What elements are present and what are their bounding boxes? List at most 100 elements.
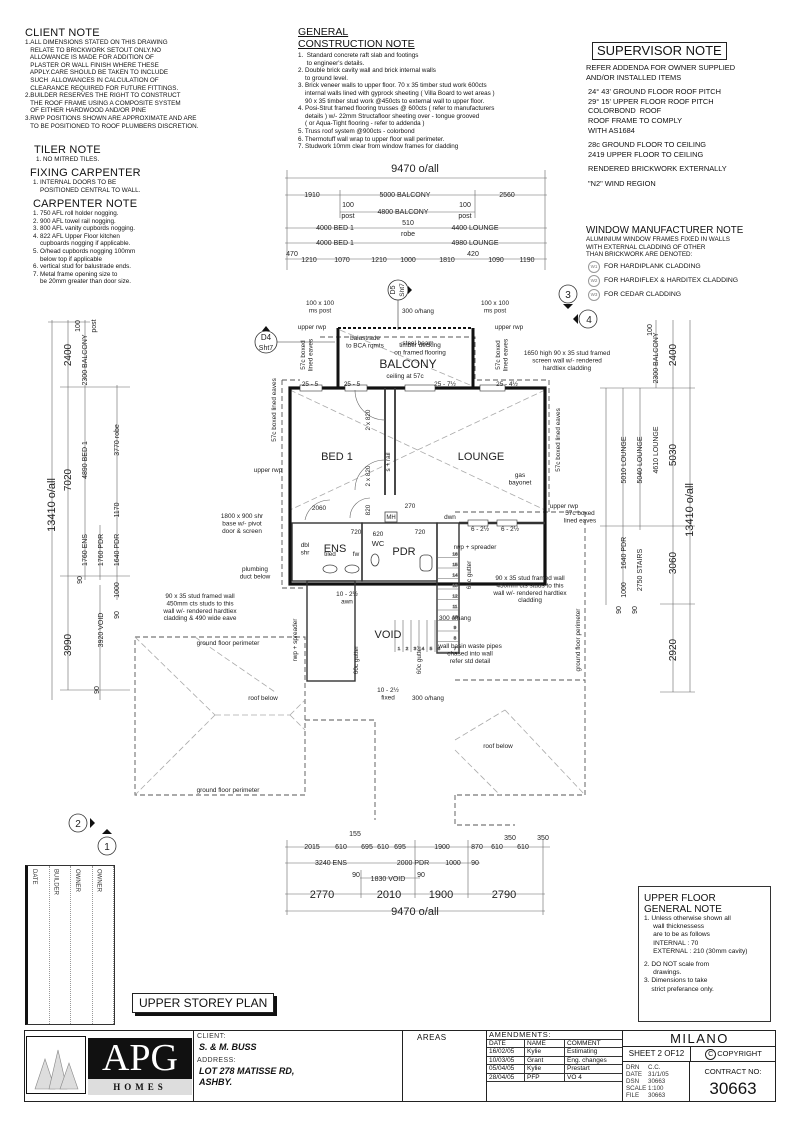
signature-field[interactable]: OWNER <box>93 866 114 1024</box>
section-marker-sub: Sht7 <box>399 283 406 297</box>
dim-top: 4000 BED 1 <box>316 225 354 232</box>
dim-top: 1070 <box>334 257 350 264</box>
gcn-title-1: GENERAL <box>298 26 349 38</box>
dim-top: 4400 LOUNGE <box>451 225 498 232</box>
dim-left: 3920 VOID <box>98 613 105 648</box>
dim-right-major: 5030 <box>668 443 679 466</box>
dim-left: 1760 ENS <box>82 534 89 566</box>
gcn-line: 2. Double brick cavity wall and brick in… <box>298 67 436 75</box>
annotation-boxed-eaves: 57c boxedlined eaves <box>495 339 509 371</box>
section-marker-d4[interactable]: D4 Sht7 <box>254 326 335 354</box>
dim-bottom-major: 1900 <box>429 889 453 901</box>
copyright-label: COPYRIGHT <box>717 1049 762 1058</box>
amendments-header: DATE NAME COMMENT <box>487 1040 622 1049</box>
dim-bottom: 610 <box>377 844 389 851</box>
plan-title-box: UPPER STOREY PLAN <box>132 993 275 1013</box>
upper-floor-general-note: UPPER FLOOR GENERAL NOTE 1. Unless other… <box>638 886 771 1022</box>
carpenter-note-line: 1. 750 AFL roll holder nogging. <box>33 210 119 217</box>
amendment-date: 05/04/05 <box>487 1065 525 1073</box>
manhole-label: MH <box>386 515 395 521</box>
annotation-upper-rwp: upper rwp <box>550 503 579 510</box>
dim-top: 4800 BALCONY <box>378 209 429 216</box>
signature-field[interactable]: OWNER <box>71 866 93 1024</box>
stair-number: 10 <box>452 615 458 621</box>
sheet-number: SHEET 2 OF12 <box>623 1047 691 1061</box>
annotation-window-25-7: 25 - 7½ <box>434 380 456 388</box>
annotation-overhang-300b: 300 o/hang <box>412 695 444 702</box>
dim-left: 90 <box>77 576 84 584</box>
dim-top: 470 <box>286 251 298 258</box>
supervisor-note: SUPERVISOR NOTE <box>592 42 727 60</box>
dim-top: 100 <box>459 202 471 209</box>
dim-left-major: 7020 <box>63 468 74 491</box>
drawing-info-value: 1:100 <box>648 1085 664 1092</box>
annotation-boxed-eaves: 57c boxedlined eaves <box>300 339 314 371</box>
carpenter-note-line: 6. vertical stud for balustrade ends. <box>33 263 132 271</box>
dim-bottom: 3240 ENS <box>315 860 347 867</box>
annotation-door-2x820a: 2 x 820 <box>365 409 372 430</box>
elevation-marker-label: 2 <box>75 819 81 830</box>
amend-header-name: NAME <box>525 1040 565 1048</box>
ground-floor-perimeter-right <box>455 679 586 796</box>
logo-icon <box>34 1049 79 1090</box>
elevation-marker-1[interactable]: 1 <box>97 829 117 856</box>
dim-left: 1000 <box>114 582 121 598</box>
elevation-marker-3[interactable]: 3 <box>558 284 578 309</box>
stair-number: 1 <box>398 646 401 652</box>
elevation-marker-4[interactable]: 4 <box>573 309 598 329</box>
window-manufacturer-note: WINDOW MANUFACTURER NOTE ALUMINIUM WINDO… <box>586 225 743 301</box>
dim-right-overall: 13410 o/all <box>684 483 696 537</box>
basin-2 <box>344 564 360 574</box>
ufgn-line: 2. DO NOT scale from <box>644 961 710 969</box>
annotation-gutter-62: 62c gutter <box>466 560 473 589</box>
drawing-info-value: C.C. <box>648 1064 661 1071</box>
dim-top: post <box>341 213 354 220</box>
signature-field[interactable]: DATE <box>28 866 50 1024</box>
logo-sub: HOMES <box>88 1079 192 1095</box>
dim-top: 1210 <box>371 257 387 264</box>
window-tag-icon: W1 <box>588 260 600 273</box>
stair-number: 15 <box>452 562 458 568</box>
dim-bottom: 695 <box>394 844 406 851</box>
annotation-win-6-21a: 6 - 2½ <box>471 525 490 533</box>
carpenter-note-title: CARPENTER NOTE <box>33 198 138 210</box>
annotation-overhang-300a: 300 o/hang <box>439 615 471 622</box>
section-marker-d5[interactable]: D5 Sht7 <box>387 279 412 330</box>
amend-header-date: DATE <box>487 1040 525 1048</box>
stair-number: 16 <box>452 552 458 558</box>
dim-bottom: 2015 <box>304 844 320 851</box>
dim-right-major: 3060 <box>668 551 679 574</box>
carpenter-note: CARPENTER NOTE 1. 750 AFL roll holder no… <box>33 198 137 286</box>
carpenter-note-line: below top if applicable <box>33 255 102 263</box>
supervisor-note-line: WITH AS1684 <box>586 125 635 135</box>
annotation-upper-rwp: upper rwp <box>495 324 524 331</box>
supervisor-note-line: ROOF FRAME TO COMPLY <box>586 115 683 125</box>
ufgn-line: wall thicknessess <box>644 923 705 931</box>
dim-left: 3770 robe <box>114 424 121 456</box>
fixing-carpenter-line: 1. INTERNAL DOORS TO BE <box>33 179 117 186</box>
ufgn-line: INTERNAL : 70 <box>644 939 699 947</box>
drawing-info-value: 30663 <box>648 1078 666 1085</box>
ufgn-line: strict preferance only. <box>644 985 714 993</box>
annotation-ceiling: ceiling at 57c <box>386 373 424 380</box>
dim-left: 2300 BALCONY <box>82 334 89 385</box>
signature-field-label: BUILDER <box>52 869 59 896</box>
dim-left: 1170 <box>114 502 121 517</box>
section-marker-label: D4 <box>261 333 272 342</box>
client-note-line: CLEARANCE REQUIRED FOR FUTURE FITTINGS. <box>25 84 179 92</box>
signature-field[interactable]: BUILDER <box>50 866 71 1024</box>
carpenter-note-lines: 1. 750 AFL roll holder nogging.2. 900 AF… <box>33 210 137 286</box>
elevation-marker-2[interactable]: 2 <box>68 813 95 833</box>
window-note-item-text: FOR HARDIPLANK CLADDING <box>604 263 701 271</box>
